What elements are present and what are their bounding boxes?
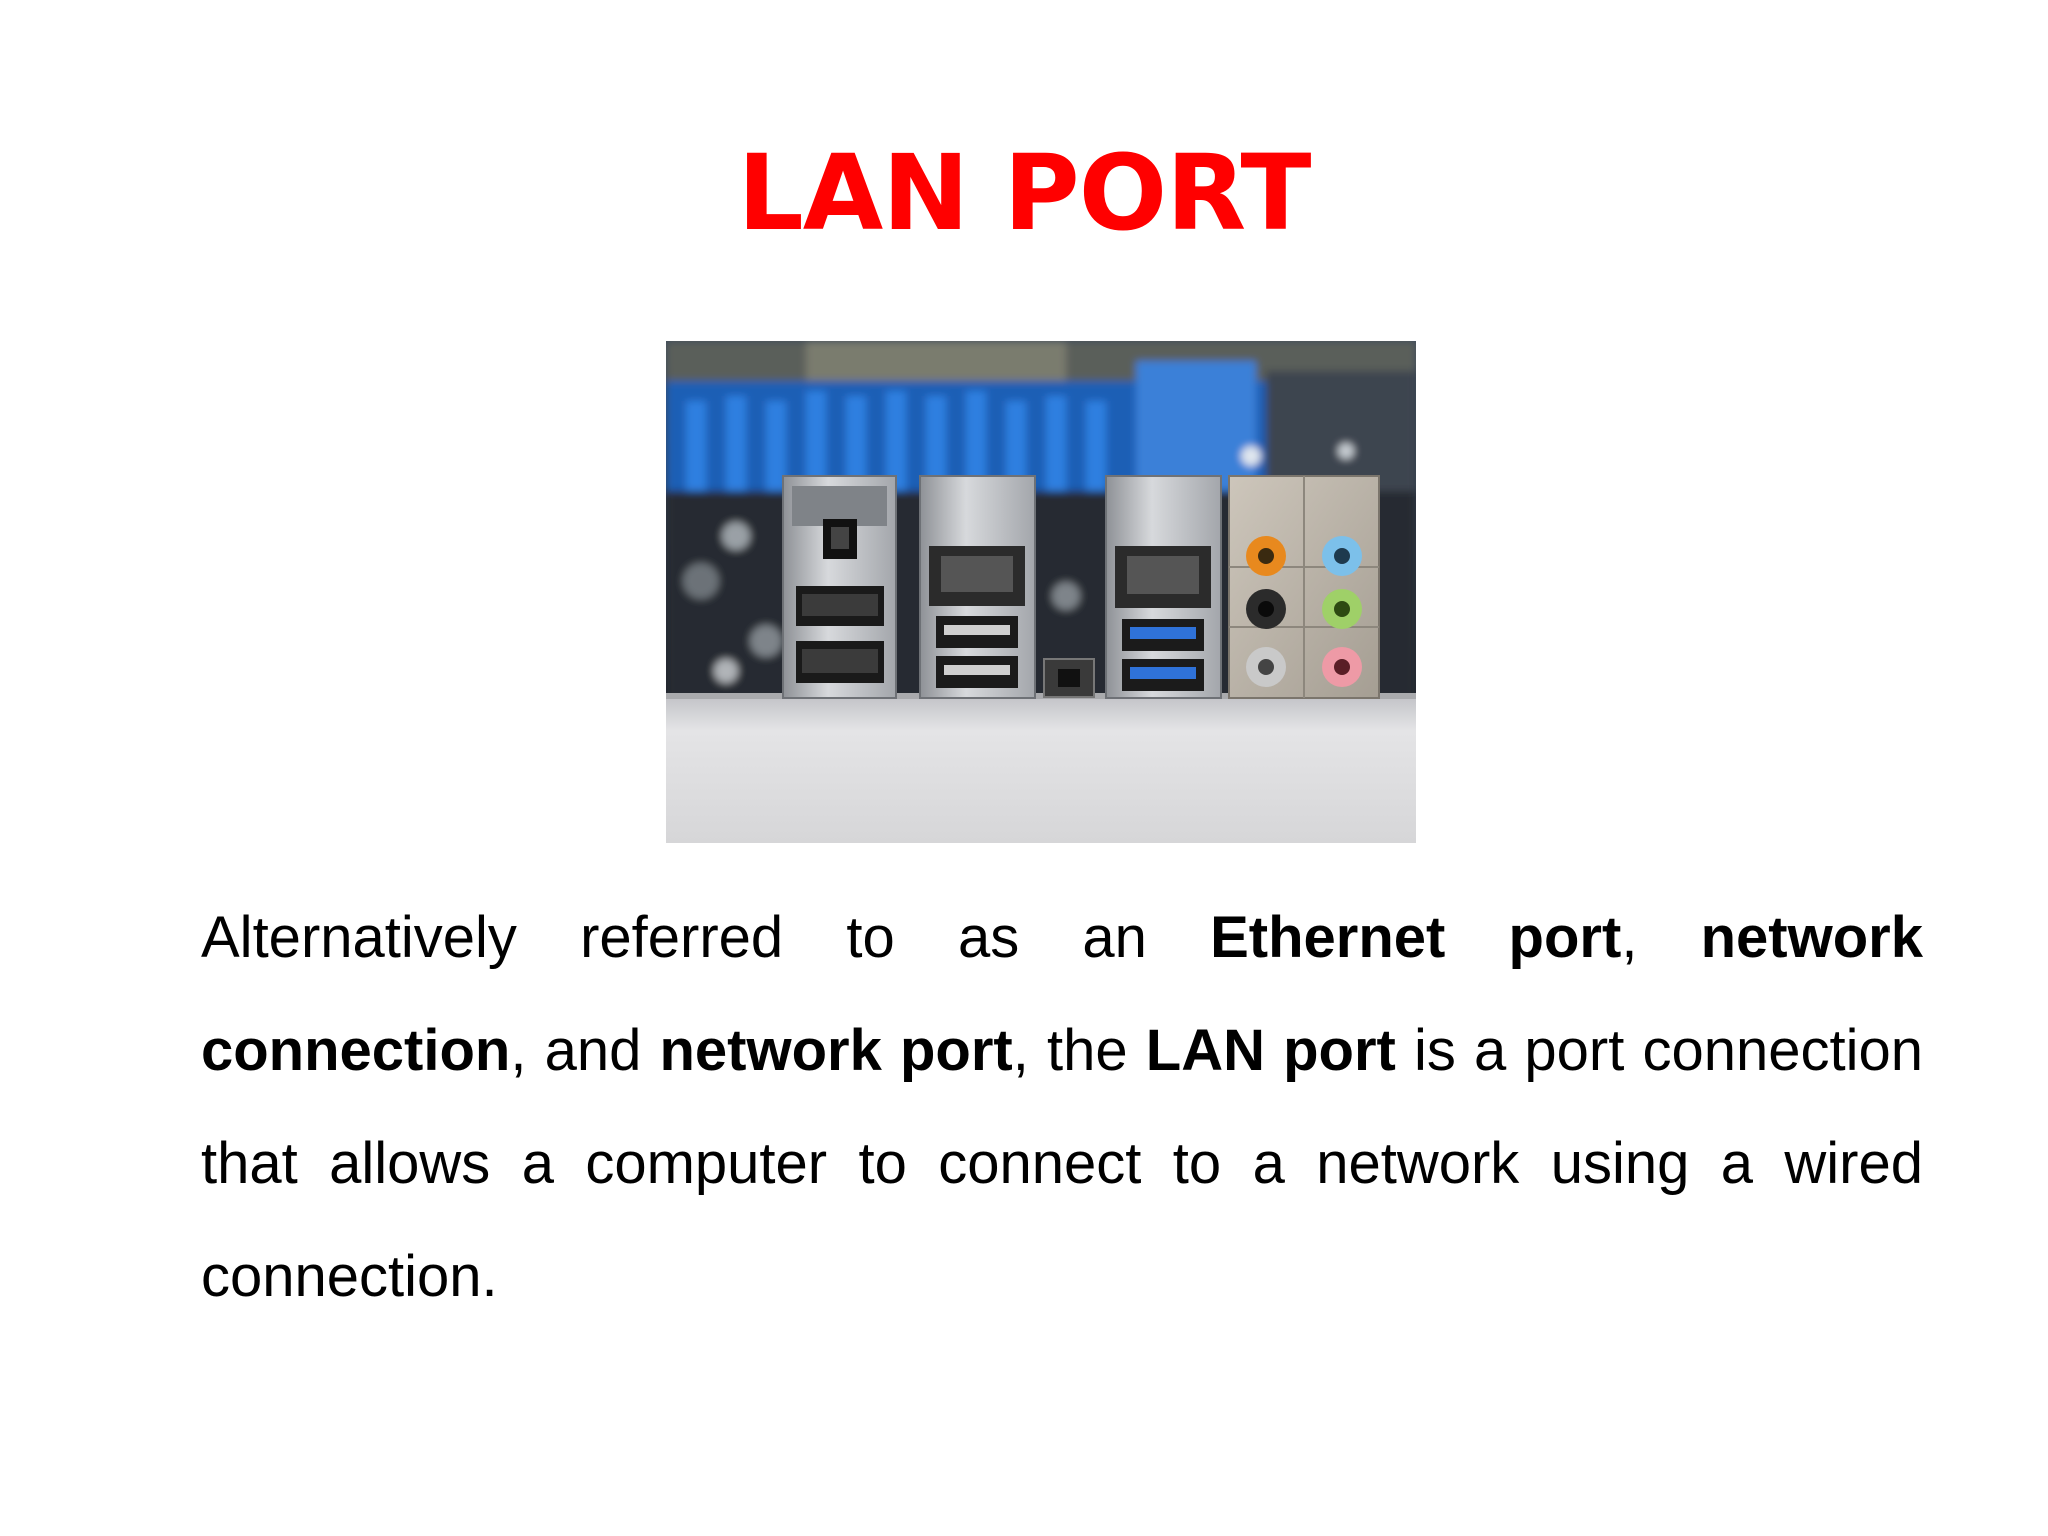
term-network-connection: network connection <box>201 905 1923 1083</box>
paragraph-text: is a port connection that allows a compu… <box>201 1018 1923 1309</box>
term-ethernet-port: Ethernet port <box>1210 905 1622 970</box>
motherboard-io-ports-image <box>666 341 1416 843</box>
description-paragraph: Alternatively referred to as an Ethernet… <box>201 881 1923 1333</box>
paragraph-text: , the <box>1012 1018 1146 1083</box>
term-network-port: network port <box>659 1018 1013 1083</box>
paragraph-text: , and <box>510 1018 660 1083</box>
paragraph-text: , <box>1621 905 1701 970</box>
term-lan-port: LAN port <box>1145 1018 1396 1083</box>
slide-title: LAN PORT <box>737 132 1312 254</box>
paragraph-text: Alternatively referred to as an <box>201 905 1211 970</box>
